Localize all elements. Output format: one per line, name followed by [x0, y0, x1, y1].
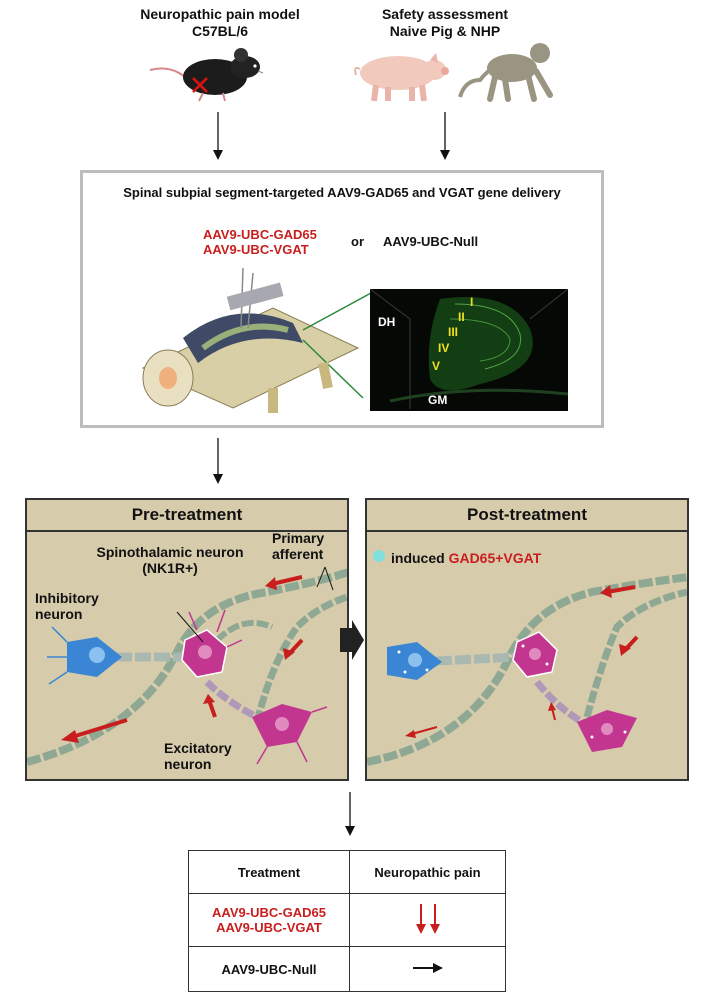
post-legend-red: GAD65+VGAT	[448, 550, 542, 566]
inhibitory-label: Inhibitory neuron	[35, 590, 99, 622]
pre-circuit-graphic	[27, 566, 347, 766]
vector-vgat: AAV9-UBC-VGAT	[203, 242, 309, 257]
row2-effect	[349, 946, 506, 992]
spinal-cord-icon	[141, 268, 372, 413]
pre-treatment-title: Pre-treatment	[27, 500, 347, 532]
lamina-5: V	[432, 359, 441, 373]
lamina-2: II	[458, 310, 465, 324]
left-header-line2: C57BL/6	[191, 23, 249, 39]
active-vectors: AAV9-UBC-GAD65 AAV9-UBC-VGAT	[203, 227, 317, 257]
header-pain: Neuropathic pain	[349, 850, 506, 894]
excitatory-line1: Excitatory	[164, 740, 232, 756]
label-dh: DH	[378, 315, 396, 329]
excitatory-label: Excitatory neuron	[164, 740, 232, 772]
row1-line2: AAV9-UBC-VGAT	[216, 920, 322, 935]
spinothalamic-label-line1: Spinothalamic neuron	[96, 544, 244, 560]
or-text: or	[351, 234, 364, 249]
right-header-line2: Naive Pig & NHP	[389, 23, 501, 39]
table-row: AAV9-UBC-Null	[188, 946, 506, 992]
post-circuit-graphic	[367, 550, 687, 766]
post-legend-text: induced	[391, 550, 445, 566]
spinothalamic-label-line2: (NK1R+)	[142, 560, 198, 576]
table-row: AAV9-UBC-GAD65 AAV9-UBC-VGAT	[188, 893, 506, 947]
row1-treatment: AAV9-UBC-GAD65 AAV9-UBC-VGAT	[188, 893, 350, 947]
table-header-row: Treatment Neuropathic pain	[188, 850, 506, 894]
label-gm: GM	[428, 393, 448, 407]
left-header-line1: Neuropathic pain model	[140, 6, 300, 22]
transition-arrow-icon	[340, 620, 364, 660]
pre-treatment-panel: Pre-treatment Spinothalamic neuron (NK	[25, 498, 349, 781]
excitatory-line2: neuron	[164, 756, 212, 772]
monkey-icon	[458, 43, 553, 102]
lamina-3: III	[448, 325, 459, 339]
lamina-4: IV	[438, 341, 450, 355]
vector-null: AAV9-UBC-Null	[383, 234, 479, 249]
vector-gad65: AAV9-UBC-GAD65	[203, 227, 317, 242]
confocal-graphic	[370, 289, 568, 409]
header-treatment: Treatment	[188, 850, 350, 894]
lamina-1: I	[470, 295, 474, 309]
primary-afferent-line2: afferent	[272, 546, 324, 562]
spinothalamic-label: Spinothalamic neuron (NK1R+)	[85, 544, 255, 576]
post-treatment-panel: Post-treatment induced GAD65+VGAT	[365, 498, 689, 781]
double-down-arrow-icon	[415, 903, 440, 934]
inhibitory-line1: Inhibitory	[35, 590, 99, 606]
pig-icon	[354, 53, 449, 102]
right-arrow-icon	[412, 962, 443, 973]
delivery-title: Spinal subpial segment-targeted AAV9-GAD…	[123, 185, 561, 200]
confocal-image: DH GM I II III IV V	[370, 289, 568, 411]
right-header-line1: Safety assessment	[381, 6, 509, 22]
inhibitory-line2: neuron	[35, 606, 83, 622]
row2-treatment: AAV9-UBC-Null	[188, 946, 350, 992]
primary-afferent-label: Primary afferent	[272, 530, 324, 562]
row1-line1: AAV9-UBC-GAD65	[212, 905, 326, 920]
mouse-icon	[149, 48, 264, 102]
left-header: Neuropathic pain model C57BL/6	[110, 6, 330, 40]
post-legend: induced GAD65+VGAT	[391, 550, 541, 566]
primary-afferent-line1: Primary	[272, 530, 325, 546]
row1-effect	[349, 893, 506, 947]
right-header: Safety assessment Naive Pig & NHP	[335, 6, 555, 40]
post-treatment-title: Post-treatment	[367, 500, 687, 532]
results-table: Treatment Neuropathic pain AAV9-UBC-GAD6…	[188, 850, 506, 992]
gene-delivery-box: Spinal subpial segment-targeted AAV9-GAD…	[80, 170, 604, 428]
